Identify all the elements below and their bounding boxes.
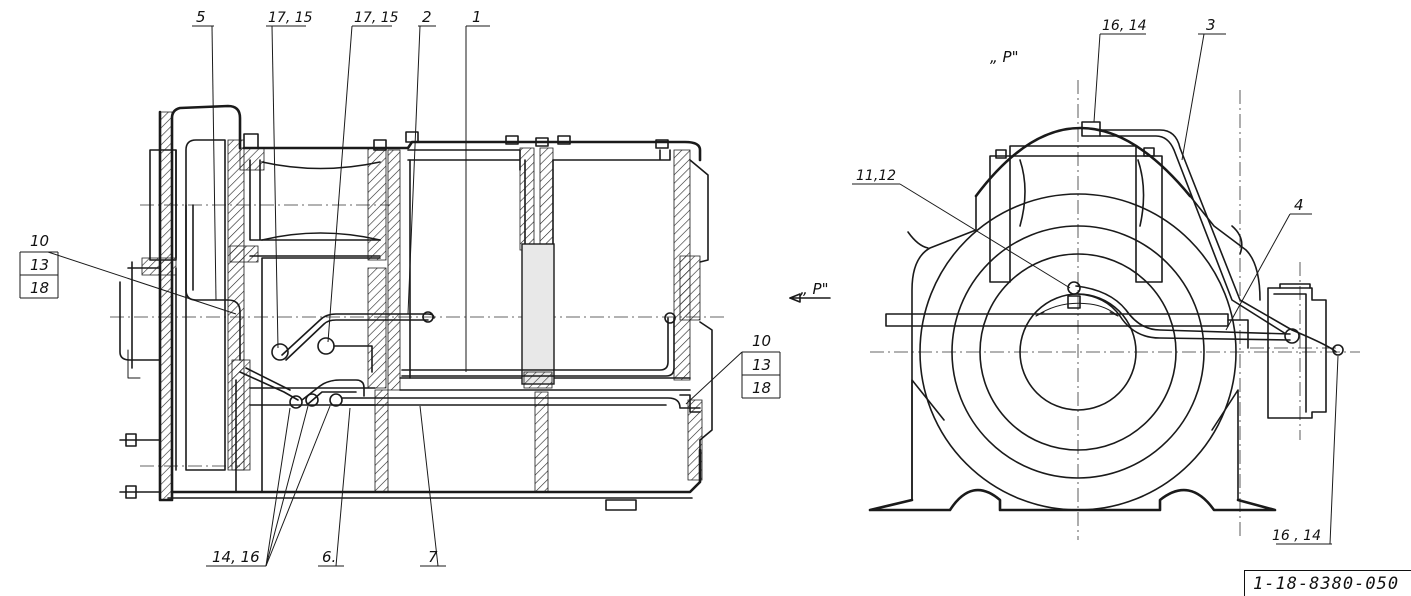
- callout-18-right: 18: [752, 379, 771, 397]
- drawing-number: 1-18-8380-050: [1244, 570, 1411, 596]
- callout-6: 6.: [322, 548, 336, 566]
- end-view-p: [868, 80, 1360, 540]
- view-p-title: „ P": [990, 48, 1018, 66]
- callout-11-12: 11,12: [856, 168, 896, 184]
- callout-17-15-b: 17, 15: [354, 10, 399, 26]
- callout-13-right: 13: [752, 356, 771, 374]
- labels: 5 17, 15 17, 15 2 1 10 13 18 10 13 18 14…: [30, 8, 1321, 566]
- callout-14-16: 14, 16: [212, 548, 260, 566]
- callout-16-14-bottom: 16 , 14: [1272, 528, 1321, 544]
- callout-5: 5: [196, 8, 206, 26]
- callout-16-14-top: 16, 14: [1102, 18, 1147, 34]
- side-section-view: [110, 104, 725, 511]
- callout-17-15-a: 17, 15: [268, 10, 313, 26]
- right-callout-leaders: [852, 33, 1339, 545]
- callout-10-left: 10: [30, 232, 49, 250]
- left-callout-leaders: [19, 25, 831, 567]
- callout-18-left: 18: [30, 279, 49, 297]
- oil-lines: [239, 311, 701, 413]
- callout-2: 2: [422, 8, 432, 26]
- callout-3: 3: [1206, 16, 1216, 34]
- callout-1: 1: [472, 8, 482, 26]
- callout-7: 7: [428, 548, 438, 566]
- callout-13-left: 13: [30, 256, 49, 274]
- callout-4: 4: [1294, 196, 1304, 214]
- top-bolts: [243, 131, 669, 151]
- callout-10-right: 10: [752, 332, 771, 350]
- view-p-arrow-label: „ P": [800, 280, 828, 298]
